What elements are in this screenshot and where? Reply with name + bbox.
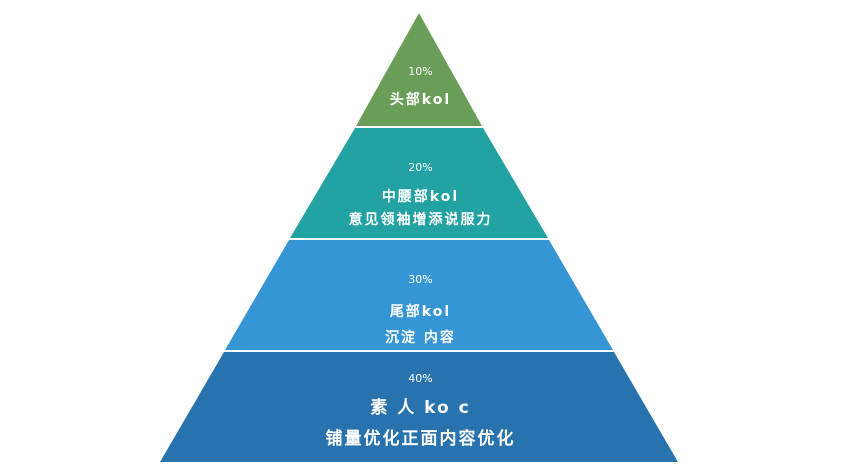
tier-2-shape bbox=[290, 128, 548, 238]
tier-2-percent: 20% bbox=[408, 161, 433, 174]
tier-3-title: 尾部kol bbox=[389, 304, 452, 320]
tier-4-title: 素 人 ko c bbox=[370, 398, 471, 418]
tier-3-percent: 30% bbox=[408, 273, 433, 286]
tier-4-percent: 40% bbox=[408, 372, 433, 385]
tier-2-title: 中腰部kol bbox=[381, 189, 460, 205]
tier-4-subtitle: 铺量优化正面内容优化 bbox=[325, 429, 516, 449]
tier-1-shape bbox=[356, 13, 482, 126]
tier-3-subtitle: 沉淀 内容 bbox=[385, 330, 456, 346]
tier-4-shape bbox=[160, 352, 678, 462]
tier-2-subtitle: 意见领袖增添说服力 bbox=[348, 212, 493, 228]
tier-1-title: 头部kol bbox=[389, 92, 452, 108]
tier-3-shape bbox=[225, 240, 613, 350]
tier-1-percent: 10% bbox=[408, 65, 433, 78]
